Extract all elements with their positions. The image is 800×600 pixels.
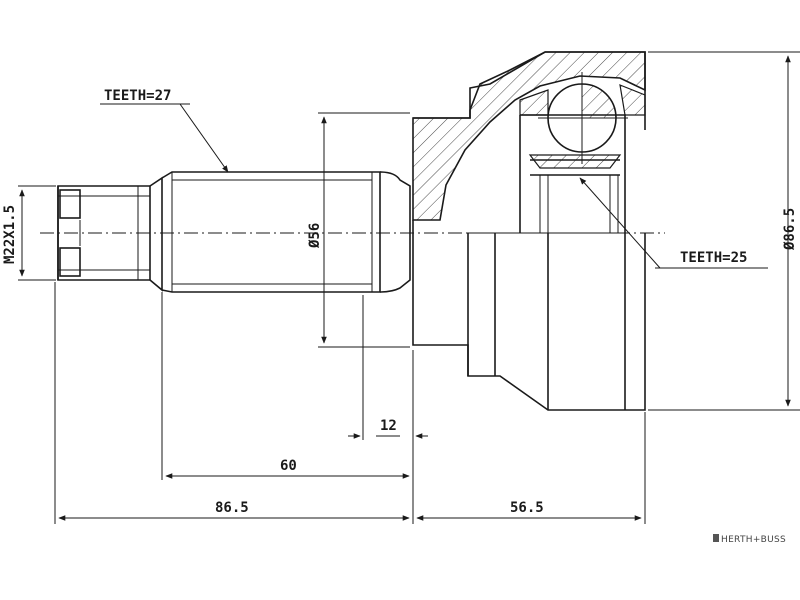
dim-60-label: 60 bbox=[280, 458, 297, 474]
bell-housing bbox=[412, 51, 646, 411]
splined-shaft bbox=[161, 171, 411, 293]
outer-diameter-label: Ø86.5 bbox=[782, 208, 798, 251]
inner-joint bbox=[519, 72, 646, 233]
shaft-diameter-dimension: Ø56 bbox=[307, 112, 410, 348]
outer-diameter-dimension: Ø86.5 bbox=[648, 51, 800, 411]
dim-60: 60 bbox=[161, 292, 414, 480]
dim-56-5-label: 56.5 bbox=[510, 500, 544, 516]
dim-56-5: 56.5 bbox=[416, 412, 646, 524]
dim-86-5: 86.5 bbox=[54, 282, 414, 524]
thread-dimension: M22X1.5 bbox=[2, 185, 56, 281]
dim-12-label: 12 bbox=[380, 418, 397, 434]
thread-label: M22X1.5 bbox=[2, 205, 18, 264]
brand-name: HERTH+BUSS bbox=[721, 535, 786, 545]
teeth-joint-callout: TEETH=25 bbox=[579, 177, 768, 269]
dim-12: 12 bbox=[348, 295, 428, 440]
shaft-diameter-label: Ø56 bbox=[307, 223, 323, 249]
dim-86-5-label: 86.5 bbox=[215, 500, 249, 516]
teeth-shaft-label: TEETH=27 bbox=[104, 88, 171, 104]
thread-stub bbox=[57, 176, 163, 292]
teeth-joint-label: TEETH=25 bbox=[680, 250, 747, 266]
brand-logo: HERTH+BUSS bbox=[713, 534, 786, 545]
teeth-shaft-callout: TEETH=27 bbox=[100, 88, 229, 173]
